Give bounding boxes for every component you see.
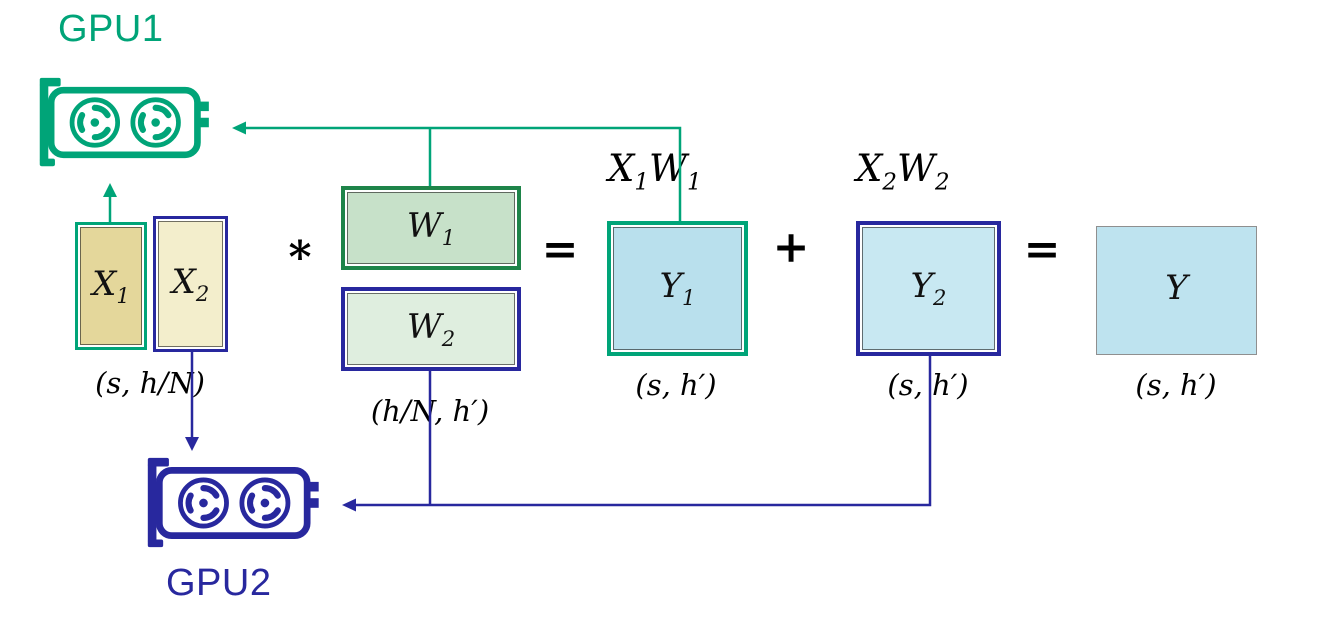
matrix-x2-subscript: 2 bbox=[195, 280, 210, 306]
matrix-w2-subscript: 2 bbox=[441, 325, 456, 351]
matrix-w1-symbol: W bbox=[406, 205, 442, 246]
dims-x-label: (s, h/N) bbox=[95, 366, 205, 400]
multiply-operator: * bbox=[288, 232, 312, 283]
matrix-y2-symbol: Y bbox=[910, 266, 934, 307]
product-p1-b: W bbox=[648, 147, 687, 190]
matrix-x1-fill: X1 bbox=[80, 227, 142, 345]
matrix-x2: X2 bbox=[153, 216, 228, 352]
product-p2-a-sub: 2 bbox=[882, 169, 897, 196]
matrix-y2-fill: Y2 bbox=[862, 227, 995, 350]
dims-w-label: (h/N, h′) bbox=[370, 394, 490, 428]
dims-y1-label: (s, h′) bbox=[635, 368, 717, 402]
matrix-w2-symbol: W bbox=[406, 306, 442, 347]
gpu1-card-icon bbox=[35, 70, 225, 175]
matrix-w1: W1 bbox=[341, 186, 521, 270]
matrix-y2: Y2 bbox=[856, 221, 1001, 356]
product-p2-b-sub: 2 bbox=[934, 169, 950, 196]
matrix-y: Y bbox=[1096, 226, 1257, 355]
gpu2-label: GPU2 bbox=[166, 562, 272, 604]
matrix-x1: X1 bbox=[75, 222, 147, 350]
matrix-y1-symbol: Y bbox=[659, 266, 683, 307]
equals-operator-2: = bbox=[1023, 224, 1061, 275]
product-p1-b-sub: 1 bbox=[686, 169, 702, 196]
product-x2w2-label: X2W2 bbox=[856, 150, 950, 194]
matrix-x1-symbol: X bbox=[92, 263, 117, 304]
matrix-x1-subscript: 1 bbox=[116, 282, 130, 308]
matrix-x2-symbol: X bbox=[171, 261, 196, 302]
product-x1w1-label: X1W1 bbox=[608, 150, 702, 194]
matrix-x2-fill: X2 bbox=[158, 221, 223, 347]
matrix-y1: Y1 bbox=[607, 221, 748, 356]
matrix-w1-subscript: 1 bbox=[441, 224, 456, 250]
matrix-w1-label: W1 bbox=[407, 209, 455, 248]
matrix-w2-label: W2 bbox=[407, 310, 455, 349]
matrix-y2-subscript: 2 bbox=[933, 284, 947, 310]
product-p2-a: X bbox=[856, 147, 883, 190]
matrix-y-symbol: Y bbox=[1165, 268, 1188, 309]
matrix-y2-label: Y2 bbox=[911, 269, 947, 308]
matrix-y1-label: Y1 bbox=[660, 269, 696, 308]
matrix-w2-fill: W2 bbox=[347, 293, 515, 365]
dims-y2-label: (s, h′) bbox=[887, 368, 969, 402]
dims-y-label: (s, h′) bbox=[1135, 368, 1217, 402]
product-p1-a: X bbox=[608, 147, 635, 190]
product-p2-b: W bbox=[896, 147, 935, 190]
product-p1-a-sub: 1 bbox=[634, 169, 649, 196]
matrix-x1-label: X1 bbox=[92, 267, 130, 306]
matrix-x2-label: X2 bbox=[172, 265, 210, 304]
matrix-y-fill: Y bbox=[1097, 227, 1256, 354]
gpu1-label: GPU1 bbox=[58, 8, 164, 50]
matrix-y-label: Y bbox=[1165, 271, 1187, 310]
plus-operator: + bbox=[772, 222, 810, 273]
x1-to-gpu1-arrow bbox=[103, 183, 117, 222]
matrix-y1-fill: Y1 bbox=[613, 227, 742, 350]
gpu2-card-icon bbox=[143, 450, 335, 556]
matrix-w1-fill: W1 bbox=[347, 192, 515, 264]
equals-operator-1: = bbox=[541, 224, 579, 275]
matrix-y1-subscript: 1 bbox=[682, 284, 696, 310]
matrix-w2: W2 bbox=[341, 287, 521, 371]
